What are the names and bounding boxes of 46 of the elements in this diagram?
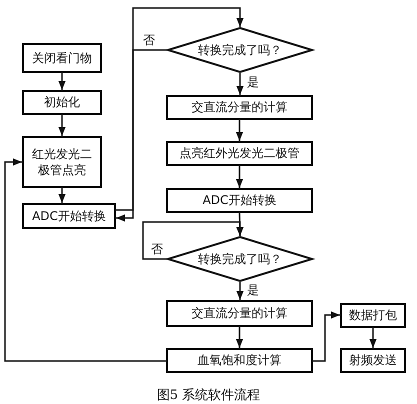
process-box (340, 303, 406, 328)
process-box (22, 136, 102, 188)
arrow (369, 328, 377, 348)
node-label: 射频发送 (349, 352, 397, 369)
decision-diamond (167, 236, 313, 282)
arrow (4, 158, 166, 362)
process-box (166, 300, 313, 327)
arrow (313, 311, 340, 362)
node-label: 红光发光二极管点亮 (31, 146, 93, 178)
node-label: 点亮红外光发光二极管 (180, 145, 300, 162)
node-label: 关闭看门物 (32, 50, 92, 66)
node-label: ADC开始转换 (202, 192, 276, 209)
arrow (236, 212, 244, 236)
process-box (166, 141, 313, 166)
arrow (236, 282, 244, 300)
node-label: 初始化 (44, 94, 80, 111)
arrow (236, 120, 244, 141)
process-box (340, 348, 406, 373)
arrow (58, 115, 66, 136)
decision-diamond (167, 27, 313, 73)
arrow (236, 73, 244, 95)
process-box (22, 203, 116, 229)
node-label: 转换完成了吗？ (198, 250, 282, 268)
process-box (22, 90, 102, 115)
node-label: 转换完成了吗？ (198, 42, 282, 58)
process-box (22, 43, 102, 73)
arrow (142, 221, 244, 260)
node-label: 交直流分量的计算 (192, 99, 288, 116)
edge-label: 是 (246, 284, 260, 298)
arrow (236, 327, 244, 348)
node-label: 交直流分量的计算 (192, 305, 288, 322)
process-box (166, 188, 313, 213)
arrow (116, 49, 167, 222)
process-box (166, 348, 313, 373)
arrow (236, 166, 244, 188)
edge-label: 否 (142, 34, 156, 48)
arrow (116, 7, 244, 211)
edge-label: 是 (246, 76, 260, 90)
node-label: 血氧饱和度计算 (198, 352, 282, 369)
node-label: 数据打包 (349, 307, 397, 324)
node-label: ADC开始转换 (32, 208, 106, 224)
edge-label: 否 (150, 243, 164, 256)
caption: 图5 系统软件流程 (156, 387, 262, 404)
arrow (58, 188, 66, 203)
process-box (166, 95, 313, 120)
arrow (58, 73, 66, 90)
